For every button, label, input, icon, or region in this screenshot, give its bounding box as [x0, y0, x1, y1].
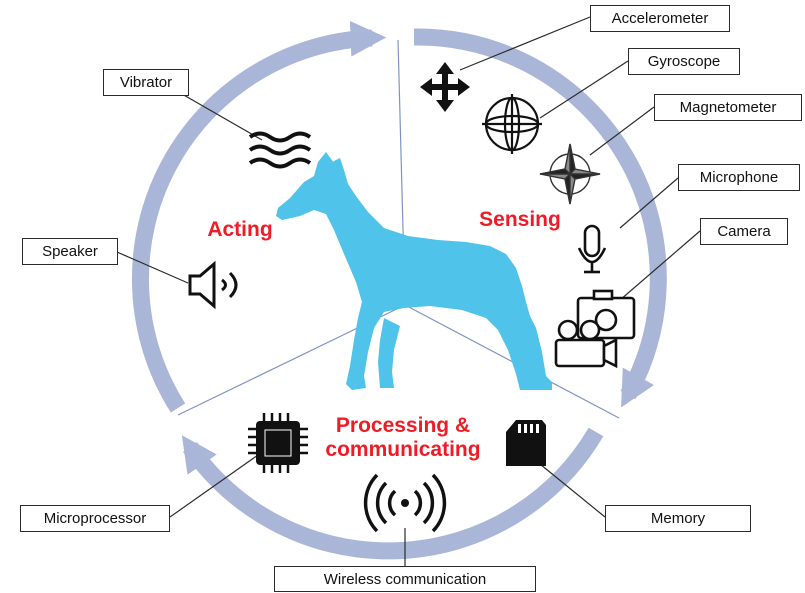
microphone-icon [577, 224, 607, 274]
phase-label-processing: Processing & communicating [308, 414, 498, 462]
leader-accelerometer [459, 16, 591, 71]
speaker-icon [188, 260, 238, 310]
leader-lines [116, 16, 701, 566]
magnetometer-icon [539, 143, 601, 205]
label-microprocessor: Microprocessor [20, 505, 170, 532]
label-memory: Memory [605, 505, 751, 532]
leader-magnetometer [589, 106, 655, 156]
phase-label-sensing: Sensing [479, 208, 561, 231]
label-vibrator: Vibrator [103, 69, 189, 96]
cycle-arrow-sensing [413, 28, 667, 408]
label-speaker: Speaker [22, 238, 118, 265]
gyroscope-icon [482, 94, 542, 154]
leader-gyroscope [539, 60, 629, 119]
accelerometer-icon [420, 62, 470, 112]
leader-camera [619, 230, 701, 301]
cycle-ring [131, 21, 667, 560]
vibrator-icon [248, 131, 312, 169]
leader-vibrator [181, 93, 263, 141]
label-magnetometer: Magnetometer [654, 94, 802, 121]
label-accelerometer: Accelerometer [590, 5, 730, 32]
label-camera: Camera [700, 218, 788, 245]
label-wireless-communication: Wireless communication [274, 566, 536, 592]
label-gyroscope: Gyroscope [628, 48, 740, 75]
label-microphone: Microphone [678, 164, 800, 191]
leader-speaker [116, 251, 189, 284]
memory-icon [506, 420, 546, 466]
microprocessor-icon [248, 413, 308, 473]
leader-microphone [619, 177, 679, 229]
phase-label-acting: Acting [207, 218, 273, 241]
leader-memory [534, 459, 606, 518]
wireless-icon [363, 473, 447, 533]
camera-icon [554, 289, 636, 369]
dog-silhouette [276, 152, 552, 390]
cycle-arrow-acting [131, 21, 387, 413]
cycle-arrow-processing [181, 427, 604, 560]
phase-label-processing-line2: communicating [325, 438, 481, 462]
leader-microprocessor [169, 454, 259, 518]
phase-label-processing-line1: Processing & [335, 414, 471, 437]
